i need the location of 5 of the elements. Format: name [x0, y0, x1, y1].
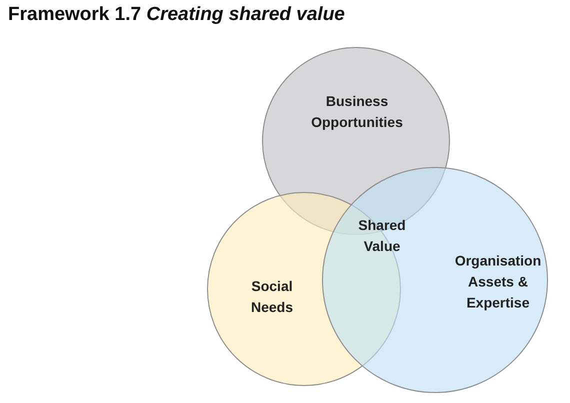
diagram-title: Framework 1.7 Creating shared value [8, 4, 345, 26]
circle-label: Organisation Assets & Expertise [454, 252, 542, 312]
overlap-label: Shared Value [357, 216, 407, 256]
circle-label: Social Needs [250, 277, 294, 317]
circle-label: Business Opportunities [310, 92, 404, 132]
